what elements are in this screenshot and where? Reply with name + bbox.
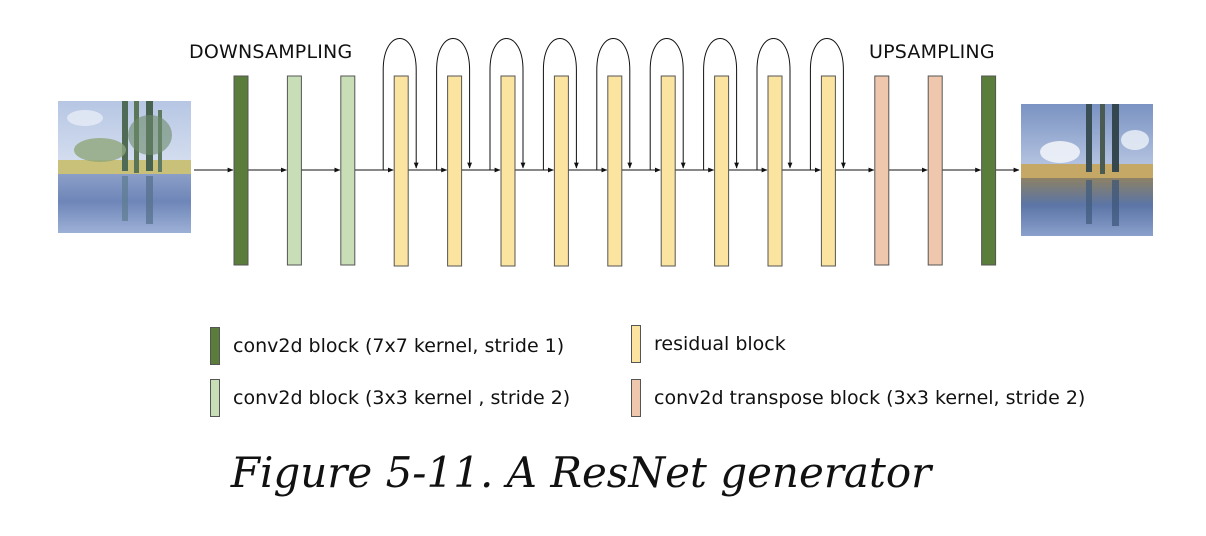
skip-connection-arrow: [756, 38, 793, 170]
figure-caption-text: Figure 5-11. A ResNet generator: [230, 448, 932, 497]
legend-label: conv2d block (3x3 kernel , stride 2): [233, 387, 571, 409]
residual-block: [767, 75, 783, 267]
legend-item-residual: residual block: [631, 324, 786, 364]
residual-block: [607, 75, 623, 267]
skip-connection-arrow: [649, 38, 686, 170]
skip-connections: [382, 38, 846, 170]
downsampling-label: DOWNSAMPLING: [189, 41, 353, 63]
transpose-block: [874, 75, 890, 266]
legend-item-conv3: conv2d block (3x3 kernel , stride 2): [210, 378, 570, 418]
legend-label: conv2d block (7x7 kernel, stride 1): [233, 335, 565, 357]
network-blocks: [233, 75, 997, 267]
legend-label: conv2d transpose block (3x3 kernel, stri…: [654, 387, 1086, 409]
skip-connection-arrow: [703, 38, 739, 170]
upsampling-label: UPSAMPLING: [869, 41, 995, 63]
legend-swatch-conv3: [210, 379, 220, 417]
resnet-generator-diagram: [58, 38, 1153, 267]
residual-block: [820, 75, 836, 267]
legend-swatch-residual: [631, 325, 641, 363]
residual-block: [660, 75, 676, 267]
residual-block: [447, 75, 463, 267]
residual-block: [714, 75, 730, 267]
conv3-block: [286, 75, 302, 266]
conv7-block: [233, 75, 249, 266]
residual-block: [553, 75, 569, 267]
residual-block: [500, 75, 516, 267]
output-image: [1021, 104, 1153, 236]
legend-swatch-transpose: [631, 379, 641, 417]
skip-connection-arrow: [489, 38, 526, 170]
legend-item-conv7: conv2d block (7x7 kernel, stride 1): [210, 326, 564, 366]
figure-caption: Figure 5-11. A ResNet generator: [0, 448, 1206, 497]
skip-connection-arrow: [809, 38, 846, 170]
skip-connection-arrow: [596, 38, 633, 170]
skip-connection-arrow: [382, 38, 419, 170]
residual-block: [393, 75, 409, 267]
transpose-block: [927, 75, 943, 266]
skip-connection-arrow: [542, 38, 579, 170]
skip-connection-arrow: [436, 38, 472, 170]
input-image: [58, 101, 191, 233]
legend-item-transpose: conv2d transpose block (3x3 kernel, stri…: [631, 378, 1085, 418]
conv3-block: [340, 75, 356, 266]
legend-swatch-conv7: [210, 327, 220, 365]
legend-label: residual block: [654, 333, 786, 355]
conv7-block: [981, 75, 997, 266]
